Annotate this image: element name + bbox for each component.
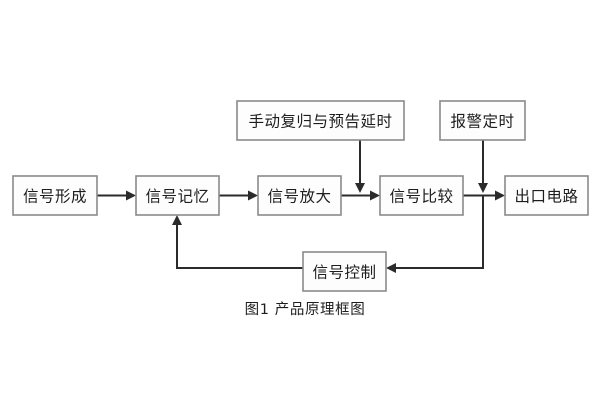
edge-compare-to-output xyxy=(463,190,505,201)
node-output-circuit[interactable]: 出口电路 xyxy=(504,175,589,216)
node-signal-formation[interactable]: 信号形成 xyxy=(12,175,98,216)
signal-formation-box[interactable] xyxy=(12,175,98,216)
node-signal-amplify[interactable]: 信号放大 xyxy=(257,175,342,216)
edge-memory-to-amplify xyxy=(219,190,258,201)
manual-reset-delay-box[interactable] xyxy=(236,100,405,141)
signal-control-box[interactable] xyxy=(302,251,387,292)
edge-manual-reset-to-compare xyxy=(355,140,365,193)
node-signal-compare[interactable]: 信号比较 xyxy=(379,175,464,216)
signal-memory-box[interactable] xyxy=(135,175,220,216)
edge-formation-to-memory xyxy=(97,190,136,201)
signal-compare-box[interactable] xyxy=(379,175,464,216)
output-circuit-label: 出口电路 xyxy=(514,188,578,206)
edge-control-to-memory xyxy=(172,215,303,269)
signal-formation-label: 信号形成 xyxy=(23,188,87,206)
output-circuit-box[interactable] xyxy=(504,175,589,216)
node-layer: 信号形成 信号记忆 信号放大 信号比较 出口电路 手动复归与预告延时 xyxy=(12,100,589,292)
edge-alarm-timer-to-output xyxy=(478,140,488,193)
signal-compare-label: 信号比较 xyxy=(389,188,453,206)
signal-amplify-box[interactable] xyxy=(257,175,342,216)
signal-control-label: 信号控制 xyxy=(312,264,376,282)
alarm-timer-box[interactable] xyxy=(439,100,526,141)
node-signal-control[interactable]: 信号控制 xyxy=(302,251,387,292)
connector-layer xyxy=(97,140,505,273)
edge-amplify-to-compare xyxy=(341,190,380,201)
figure-caption: 图1 产品原理框图 xyxy=(245,301,366,318)
manual-reset-delay-label: 手动复归与预告延时 xyxy=(248,113,392,131)
alarm-timer-label: 报警定时 xyxy=(450,113,514,131)
signal-amplify-label: 信号放大 xyxy=(267,188,331,206)
node-signal-memory[interactable]: 信号记忆 xyxy=(135,175,220,216)
node-manual-reset-delay[interactable]: 手动复归与预告延时 xyxy=(236,100,405,141)
node-alarm-timer[interactable]: 报警定时 xyxy=(439,100,526,141)
signal-memory-label: 信号记忆 xyxy=(145,188,209,206)
edge-compare-to-control xyxy=(386,195,484,273)
